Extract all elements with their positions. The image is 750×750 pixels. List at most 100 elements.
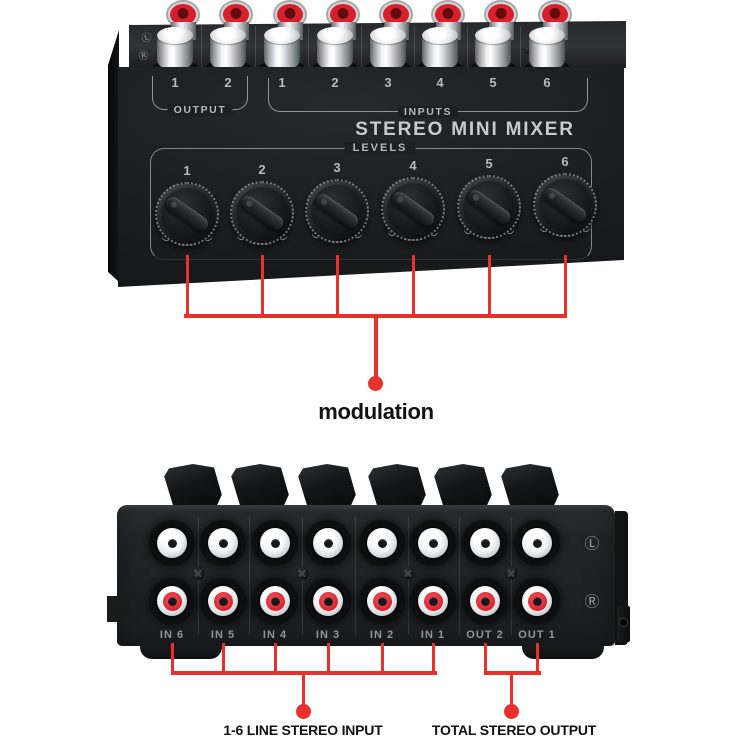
rca-jack-column bbox=[202, 0, 254, 78]
port-label: IN 5 bbox=[210, 629, 236, 641]
rca-jack-top bbox=[264, 27, 300, 44]
jack-divider-line bbox=[308, 26, 309, 67]
knob-pointer-notch bbox=[320, 198, 328, 206]
knobs-pointer-stem bbox=[374, 314, 378, 379]
output-annotation-line bbox=[483, 643, 487, 674]
port-label: OUT 1 bbox=[518, 629, 556, 641]
jack-number-label: 1 bbox=[171, 75, 179, 90]
input-annotation-line bbox=[273, 643, 277, 674]
rca-port-red bbox=[462, 578, 508, 624]
output-bracket: OUTPUT bbox=[152, 76, 248, 110]
rca-jack-column bbox=[149, 0, 201, 78]
port-hole bbox=[532, 538, 542, 548]
knob-annotation-line bbox=[563, 255, 567, 317]
rear-left-channel-mark: Ⓛ bbox=[584, 535, 600, 553]
rca-port-white bbox=[149, 520, 195, 566]
rear-knob-silhouette bbox=[434, 464, 492, 508]
product-title: STEREO MINI MIXER bbox=[355, 119, 575, 140]
inputs-caption: 1-6 LINE STEREO INPUT bbox=[223, 722, 383, 738]
rca-jack-column bbox=[414, 0, 466, 78]
level-knob: 4 bbox=[381, 177, 445, 241]
top-panel-screw bbox=[523, 45, 532, 54]
rubber-foot bbox=[140, 642, 222, 659]
port-label: IN 6 bbox=[159, 629, 185, 641]
knobs-bracket-line bbox=[183, 314, 567, 318]
port-hole bbox=[480, 538, 490, 548]
rubber-foot bbox=[522, 642, 604, 659]
knob-pointer-notch bbox=[548, 192, 556, 200]
rca-jack-column bbox=[467, 0, 519, 78]
port-hole bbox=[480, 596, 490, 606]
knob-number-label: 3 bbox=[333, 160, 341, 175]
port-hole bbox=[428, 538, 438, 548]
port-hole bbox=[323, 596, 333, 606]
port-hole bbox=[323, 538, 333, 548]
knob-number-label: 1 bbox=[183, 163, 191, 178]
outputs-bracket-line bbox=[483, 671, 541, 675]
rca-port-white bbox=[514, 520, 560, 566]
jack-number-label: 3 bbox=[384, 75, 392, 90]
rca-jack-top bbox=[210, 27, 246, 44]
knob-pointer-notch bbox=[396, 196, 404, 204]
jack-divider-line bbox=[520, 26, 521, 67]
rca-port-red bbox=[410, 578, 456, 624]
port-hole bbox=[167, 538, 177, 548]
knobs-pointer-dot bbox=[368, 376, 383, 391]
inputs-bracket-line bbox=[170, 671, 437, 675]
level-knob: 5 bbox=[457, 175, 521, 239]
rca-jack-top bbox=[370, 27, 406, 44]
rca-port-red bbox=[149, 578, 195, 624]
rca-port-red bbox=[359, 578, 405, 624]
jack-number-label: 4 bbox=[436, 75, 444, 90]
rca-port-red bbox=[252, 578, 298, 624]
rear-divider-line bbox=[249, 517, 250, 634]
port-hole bbox=[167, 596, 177, 606]
levels-section-label: LEVELS bbox=[345, 142, 416, 154]
rear-panel-screw bbox=[295, 566, 308, 580]
inputs-section-label: INPUTS bbox=[398, 106, 458, 118]
port-label: IN 3 bbox=[315, 629, 341, 641]
front-left-side-panel bbox=[108, 30, 119, 282]
jack-number-label: 6 bbox=[543, 75, 551, 90]
level-knob: 6 bbox=[533, 173, 597, 237]
rear-panel-screw bbox=[401, 566, 414, 580]
outputs-pointer-dot bbox=[504, 704, 519, 719]
jack-number-label: 2 bbox=[331, 75, 339, 90]
knob-number-label: 2 bbox=[258, 162, 266, 177]
knob-number-label: 4 bbox=[409, 158, 417, 173]
rear-divider-line bbox=[355, 517, 356, 634]
outputs-caption: TOTAL STEREO OUTPUT bbox=[431, 722, 597, 738]
jack-divider-line bbox=[201, 26, 202, 67]
right-side-connector bbox=[617, 606, 630, 642]
rear-right-channel-mark: Ⓡ bbox=[584, 593, 600, 611]
port-hole bbox=[532, 596, 542, 606]
level-knob: 3 bbox=[305, 179, 369, 243]
rca-jack-top bbox=[317, 27, 353, 44]
rear-knob-silhouette bbox=[298, 464, 356, 508]
rca-port-red bbox=[514, 578, 560, 624]
port-hole bbox=[377, 538, 387, 548]
input-annotation-line bbox=[380, 643, 384, 674]
rca-port-white bbox=[200, 520, 246, 566]
outputs-pointer-stem bbox=[509, 671, 513, 707]
rca-jack-top bbox=[422, 27, 458, 44]
inputs-pointer-stem bbox=[301, 671, 305, 707]
rca-jack-column bbox=[521, 0, 573, 78]
port-label: IN 4 bbox=[262, 629, 288, 641]
jack-divider-line bbox=[467, 26, 468, 67]
knob-pointer-notch bbox=[245, 200, 253, 208]
knob-number-label: 6 bbox=[561, 154, 569, 169]
input-annotation-line bbox=[431, 643, 435, 674]
jack-number-label: 1 bbox=[278, 75, 286, 90]
jack-number-label: 5 bbox=[489, 75, 497, 90]
port-hole bbox=[218, 596, 228, 606]
rear-panel-screw bbox=[191, 566, 204, 580]
rca-jack-column bbox=[309, 0, 361, 78]
rear-divider-line bbox=[459, 517, 460, 634]
rca-jack-top bbox=[157, 27, 193, 44]
output-section-label: OUTPUT bbox=[168, 104, 233, 116]
left-side-connector bbox=[107, 596, 117, 622]
rear-knob-silhouette bbox=[231, 464, 289, 508]
rca-port-white bbox=[410, 520, 456, 566]
